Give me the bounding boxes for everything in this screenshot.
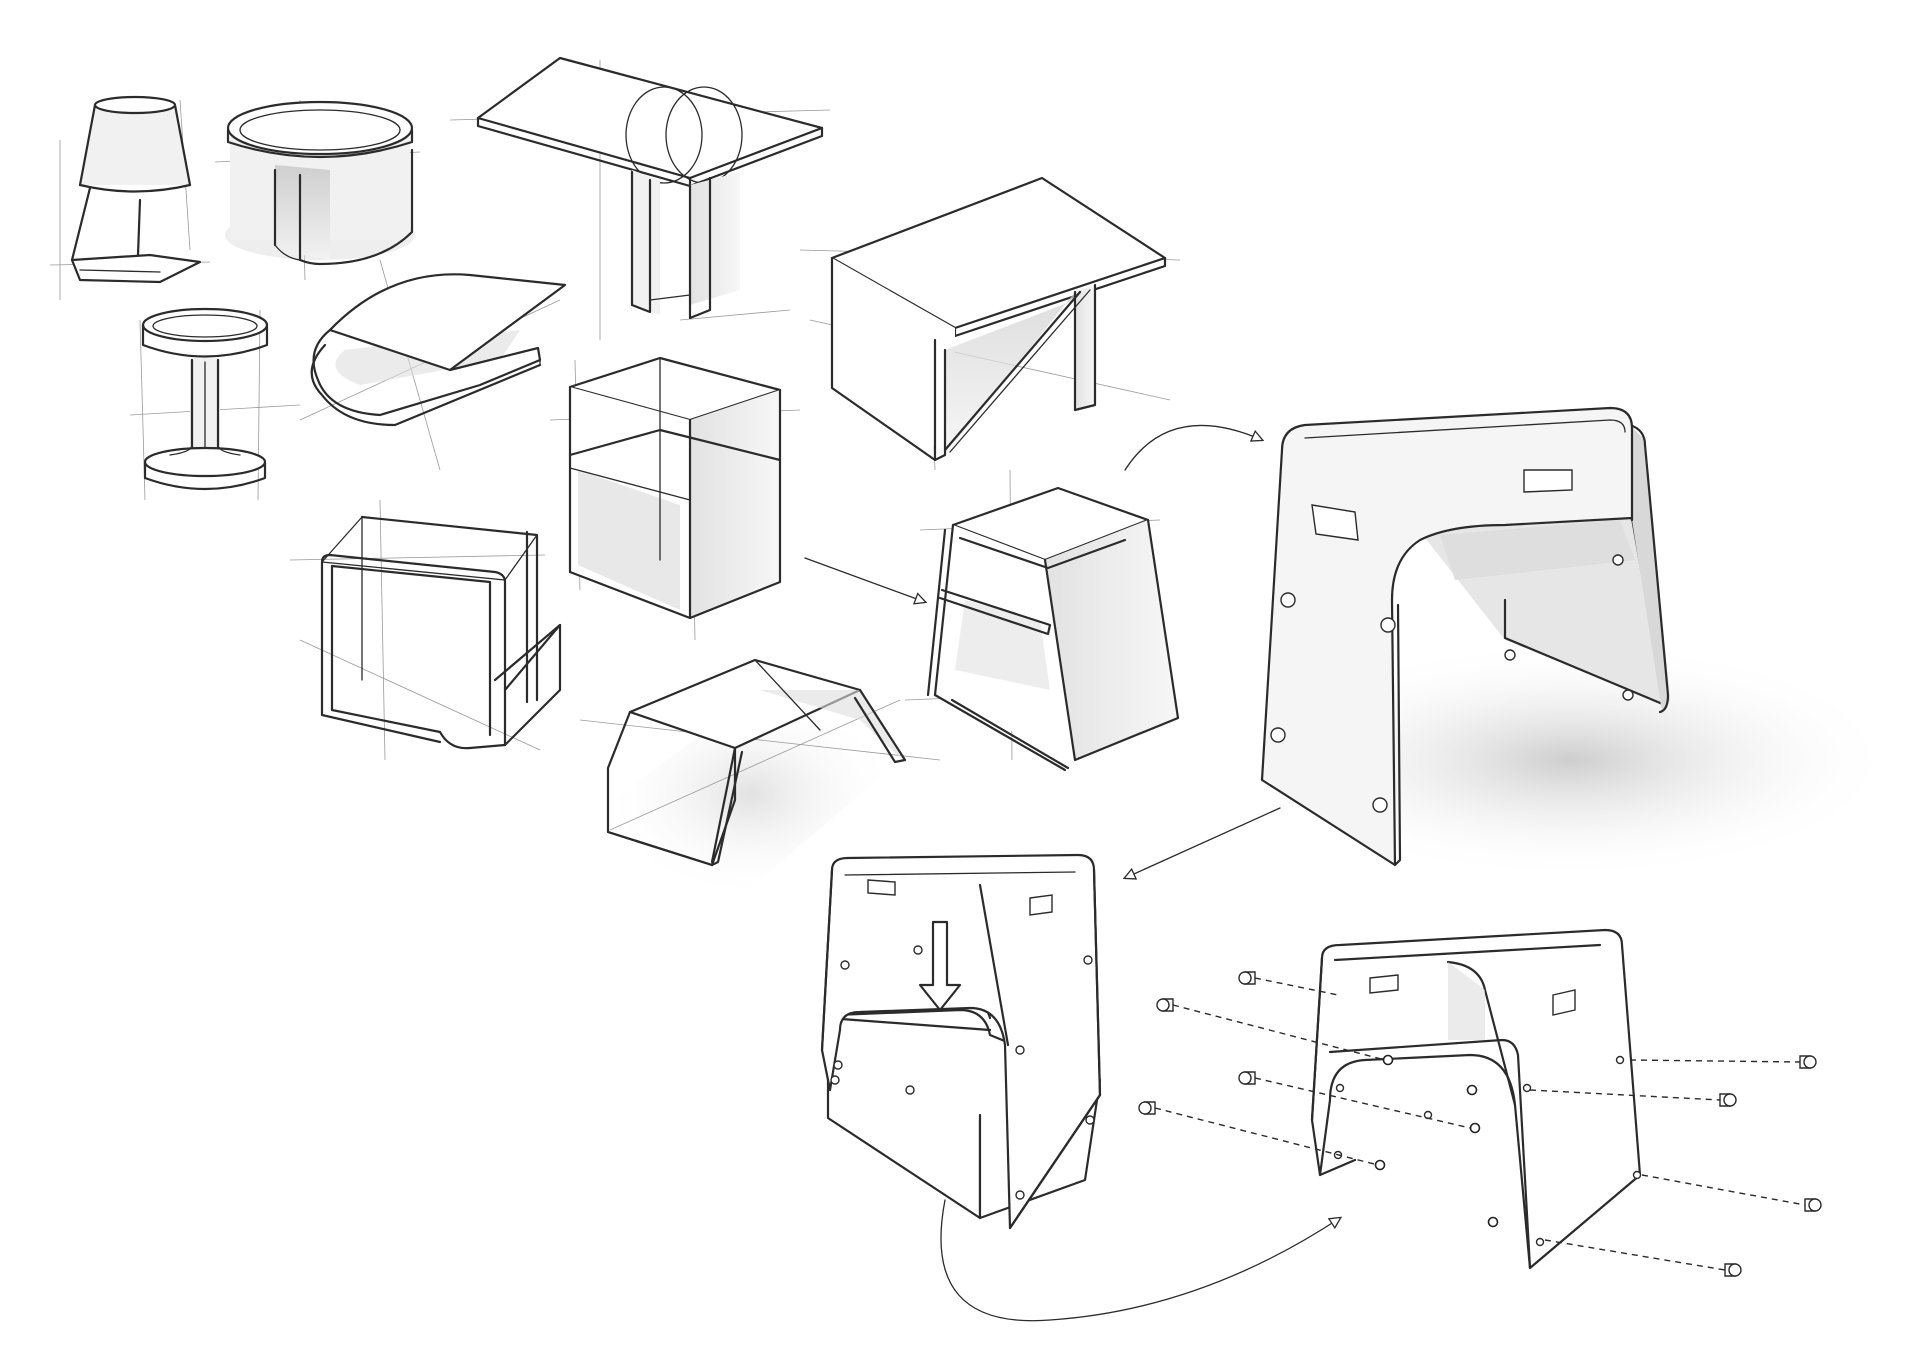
concept-round-table (214, 99, 421, 281)
concept-assembly-step-2 (1310, 928, 1642, 1270)
concept-shelf-cube (549, 356, 801, 641)
concept-rolled-table (299, 259, 567, 471)
concept-bridge-bench (579, 658, 941, 899)
concept-u-frame-table (289, 499, 562, 761)
concept-assembly-step-1 (820, 853, 1102, 1230)
concept-shelf-stool (904, 469, 1180, 772)
flow-arrows (804, 424, 1340, 1322)
concept-pedestal-table (129, 307, 301, 501)
concept-ring-leg-table (449, 56, 831, 340)
concept-final-stool (1240, 406, 1900, 880)
assembly-screws (1138, 971, 1822, 1277)
concept-lamp-table (49, 95, 211, 300)
concept-bench-box (799, 176, 1181, 471)
